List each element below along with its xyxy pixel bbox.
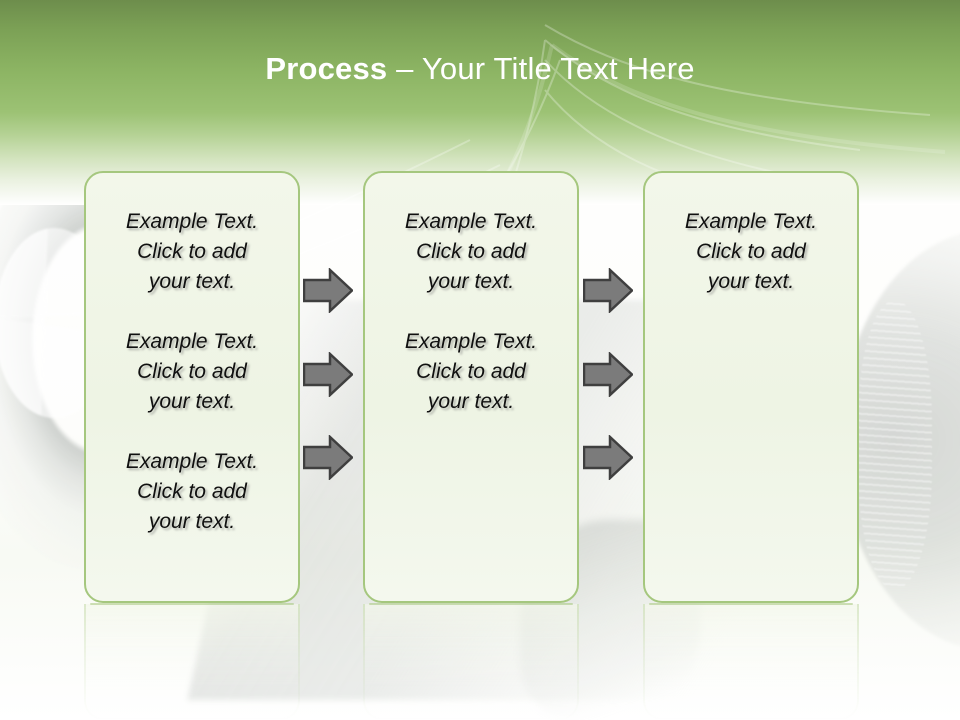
box-reflection-2 [363,604,579,720]
process-box-2-text-2[interactable]: Example Text. Click to add your text. [404,330,538,413]
box-reflection-edge-2 [369,603,573,605]
process-box-1-text-1[interactable]: Example Text. Click to add your text. [125,210,259,293]
right-arrow-icon-2-3[interactable] [583,435,633,480]
header-green-band [0,0,960,205]
right-arrow-icon-1-3[interactable] [303,435,353,480]
page-title-bold: Process [265,51,388,86]
process-box-1-text-3[interactable]: Example Text. Click to add your text. [125,450,259,533]
right-arrow-icon-2-1[interactable] [583,268,633,313]
process-box-2-text-1[interactable]: Example Text. Click to add your text. [404,210,538,293]
box-reflection-edge-3 [649,603,853,605]
right-arrow-icon-1-1[interactable] [303,268,353,313]
box-reflection-3 [643,604,859,720]
process-box-1[interactable]: Example Text. Click to add your text. Ex… [84,171,300,603]
page-title-rest: – Your Title Text Here [387,51,695,86]
process-box-1-text-2[interactable]: Example Text. Click to add your text. [125,330,259,413]
process-box-3[interactable]: Example Text. Click to add your text. [643,171,859,603]
right-arrow-icon-2-2[interactable] [583,352,633,397]
page-title: Process – Your Title Text Here [0,50,960,88]
box-reflection-1 [84,604,300,720]
background-wheel-right-tread-decoration [858,300,932,590]
process-box-3-text-1[interactable]: Example Text. Click to add your text. [684,210,818,293]
process-box-2[interactable]: Example Text. Click to add your text. Ex… [363,171,579,603]
right-arrow-icon-1-2[interactable] [303,352,353,397]
box-reflection-edge-1 [90,603,294,605]
